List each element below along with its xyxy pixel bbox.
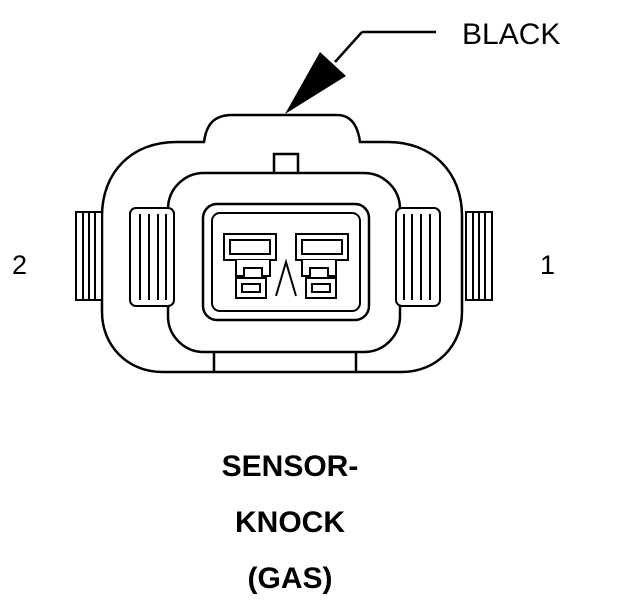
terminal-right <box>295 233 349 299</box>
latch-right-outer <box>465 211 493 301</box>
caption-line-2: KNOCK <box>235 506 345 539</box>
callout-arrowhead <box>285 52 346 114</box>
top-key-tab <box>272 152 300 176</box>
latch-left-inner <box>129 207 175 307</box>
callout-leader <box>334 30 436 63</box>
pin-label-right: 1 <box>540 250 555 280</box>
pin-label-left: 2 <box>12 250 27 280</box>
bottom-tab <box>212 352 358 372</box>
caption-line-3: (GAS) <box>248 562 333 595</box>
color-label: BLACK <box>462 18 560 51</box>
latch-right-inner <box>395 207 441 307</box>
terminal-divider <box>275 258 297 297</box>
caption-line-1: SENSOR- <box>222 450 359 483</box>
terminal-left <box>223 233 277 299</box>
latch-left-outer <box>75 211 103 301</box>
